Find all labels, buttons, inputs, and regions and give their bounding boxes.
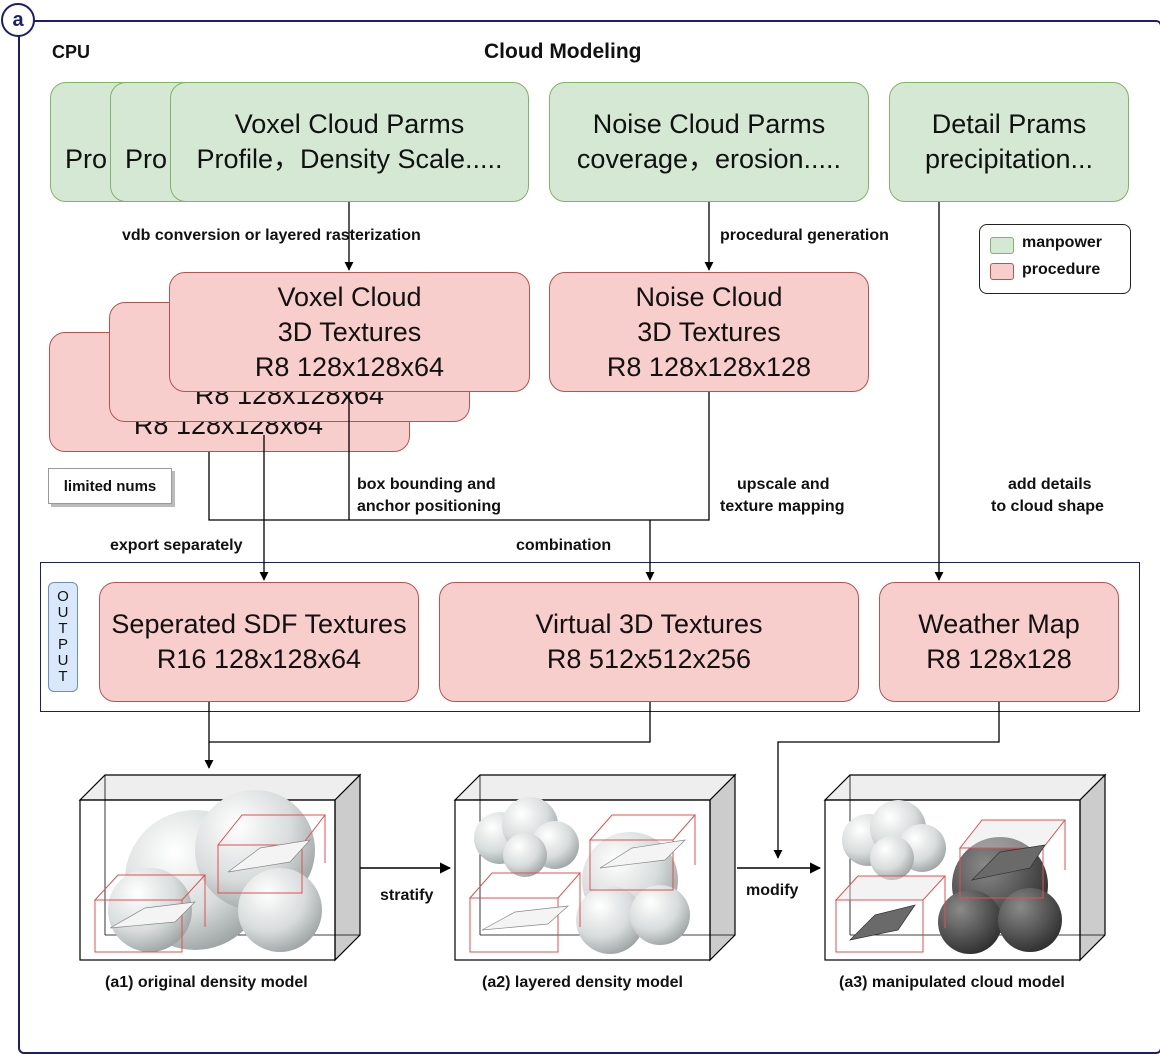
detail-params-title: Detail Prams — [931, 109, 1087, 139]
model-a3 — [823, 773, 1107, 962]
detail-params-box: Detail Prams precipitation... — [889, 82, 1129, 202]
voxel-params-detail: Profile，Density Scale..... — [196, 144, 503, 174]
panel-badge: a — [1, 3, 35, 37]
label-box-bounding-1: box bounding and — [357, 476, 496, 493]
voxel-params-back-1-text: Pro — [125, 144, 168, 174]
output-frame — [40, 562, 1140, 712]
label-upscale-1: upscale and — [737, 476, 830, 493]
label-export: export separately — [110, 537, 243, 554]
weather-map-box: Weather Map R8 128x128 — [879, 582, 1119, 702]
caption-a1: (a1) original density model — [105, 974, 308, 991]
voxel-texture-format: R8 128x128x64 — [254, 351, 445, 382]
output-tag-letter: U — [57, 652, 69, 669]
legend-manpower-label: manpower — [1022, 234, 1103, 251]
legend-procedure-swatch — [990, 263, 1014, 280]
limited-nums-note: limited nums — [48, 468, 172, 504]
noise-params-detail: coverage，erosion..... — [576, 144, 842, 174]
noise-texture-format: R8 128x128x128 — [606, 351, 812, 382]
weather-map-format: R8 128x128 — [926, 644, 1072, 674]
noise-params-box: Noise Cloud Parms coverage，erosion..... — [549, 82, 869, 202]
label-procedural: procedural generation — [720, 227, 889, 244]
label-modify: modify — [746, 882, 799, 899]
output-tag-letter: O — [57, 588, 69, 605]
label-box-bounding-2: anchor positioning — [357, 498, 501, 515]
cpu-label: CPU — [52, 42, 91, 62]
virtual-textures-box: Virtual 3D Textures R8 512x512x256 — [439, 582, 859, 702]
weather-map-title: Weather Map — [918, 609, 1080, 639]
diagram-title: Cloud Modeling — [484, 40, 642, 63]
label-add-details-1: add details — [1008, 476, 1092, 493]
arrow-weather-to-modify — [773, 702, 1000, 859]
model-a1 — [78, 773, 362, 962]
output-tag: O U T P U T — [48, 582, 78, 692]
voxel-params-back-2-text: Pro — [65, 144, 108, 174]
output-tag-letter: U — [57, 604, 69, 621]
legend-manpower-swatch — [990, 237, 1014, 254]
virtual-textures-format: R8 512x512x256 — [546, 644, 752, 674]
legend: manpower procedure — [979, 224, 1131, 294]
output-tag-letter: P — [57, 636, 68, 653]
voxel-texture-title: Voxel Cloud — [277, 281, 422, 312]
noise-texture-subtitle: 3D Textures — [637, 316, 781, 347]
caption-a3: (a3) manipulated cloud model — [839, 974, 1065, 991]
label-upscale-2: texture mapping — [720, 498, 845, 515]
legend-procedure-label: procedure — [1022, 261, 1101, 278]
connector-combination — [208, 392, 710, 521]
sdf-textures-format: R16 128x128x64 — [156, 644, 362, 674]
label-vdb: vdb conversion or layered rasterization — [122, 227, 421, 244]
detail-params-detail: precipitation... — [924, 144, 1094, 174]
noise-texture-title: Noise Cloud — [635, 281, 783, 312]
model-a2 — [453, 773, 737, 962]
sdf-textures-box: Seperated SDF Textures R16 128x128x64 — [99, 582, 419, 702]
virtual-textures-title: Virtual 3D Textures — [535, 609, 763, 639]
label-add-details-2: to cloud shape — [991, 498, 1104, 515]
label-stratify: stratify — [380, 887, 434, 904]
voxel-texture-subtitle: 3D Textures — [277, 316, 422, 347]
label-combination: combination — [516, 537, 612, 554]
voxel-params-title: Voxel Cloud Parms — [234, 109, 465, 139]
voxel-params-box: Voxel Cloud Parms Profile，Density Scale.… — [170, 82, 529, 202]
noise-params-title: Noise Cloud Parms — [592, 109, 826, 139]
noise-texture-box: Noise Cloud 3D Textures R8 128x128x128 — [549, 272, 869, 392]
connector-output-merge — [208, 702, 651, 743]
output-tag-letter: T — [58, 668, 68, 685]
output-tag-letter: T — [58, 620, 68, 637]
voxel-texture-box: Voxel Cloud 3D Textures R8 128x128x64 — [169, 272, 530, 392]
sdf-textures-title: Seperated SDF Textures — [111, 609, 407, 639]
caption-a2: (a2) layered density model — [482, 974, 683, 991]
